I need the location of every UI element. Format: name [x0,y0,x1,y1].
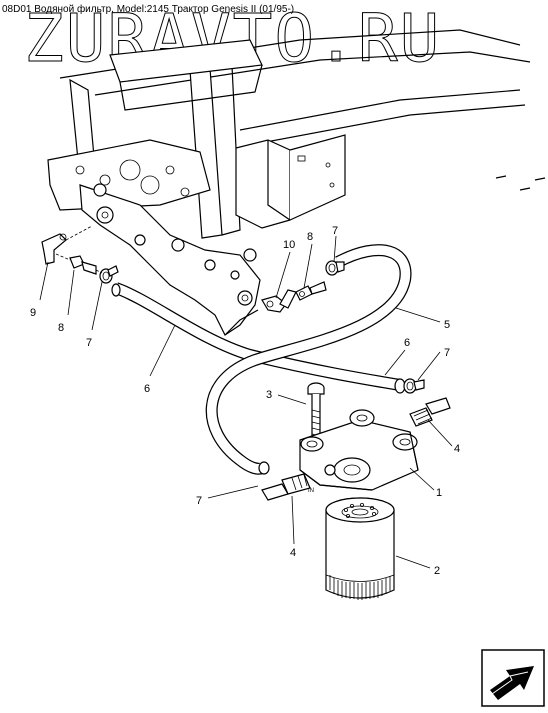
next-page-arrow-icon[interactable] [481,649,545,707]
hose-upper-5 [205,244,412,475]
left-elbow-fitting [41,225,93,265]
callout-9: 9 [30,307,36,319]
filter-head [299,409,419,491]
mounting-bolt [307,382,325,441]
callout-2: 2 [434,565,440,577]
left-hose-clamp [95,265,119,284]
callout-1: 1 [436,487,442,499]
callout-6-right: 6 [404,337,410,349]
top-adapter-fitting [295,281,327,301]
callout-10: 10 [283,239,295,251]
callout-4-bottom: 4 [290,547,296,559]
callout-4-right: 4 [454,443,460,455]
hose-lower-6 [111,282,401,391]
mounting-bracket [79,183,261,336]
callout-7-bottom: 7 [196,495,202,507]
bottom-drain-fitting [261,473,311,501]
tractor-frame [59,29,546,239]
diagram-caption: 08D01 Водяной фильтр, Model:2145 Трактор… [2,4,295,15]
callout-7-right: 7 [444,347,450,359]
top-hose-clamp [325,260,345,276]
leader-lines [39,235,453,569]
left-adapter-fitting [55,253,97,275]
callout-7-top: 7 [332,225,338,237]
filter-cartridge [325,497,395,600]
callout-5: 5 [444,319,450,331]
callout-8-left: 8 [58,322,64,334]
top-elbow-fitting [261,289,297,313]
callout-7-left: 7 [86,337,92,349]
callout-6-left: 6 [144,383,150,395]
callout-3: 3 [266,389,272,401]
callout-8-top: 8 [307,231,313,243]
right-hose-clamp [403,378,425,394]
hose-end-right [258,378,406,475]
engine-plate [47,139,211,211]
right-drain-fitting [409,397,451,427]
inlet-mark: IN [308,488,314,494]
